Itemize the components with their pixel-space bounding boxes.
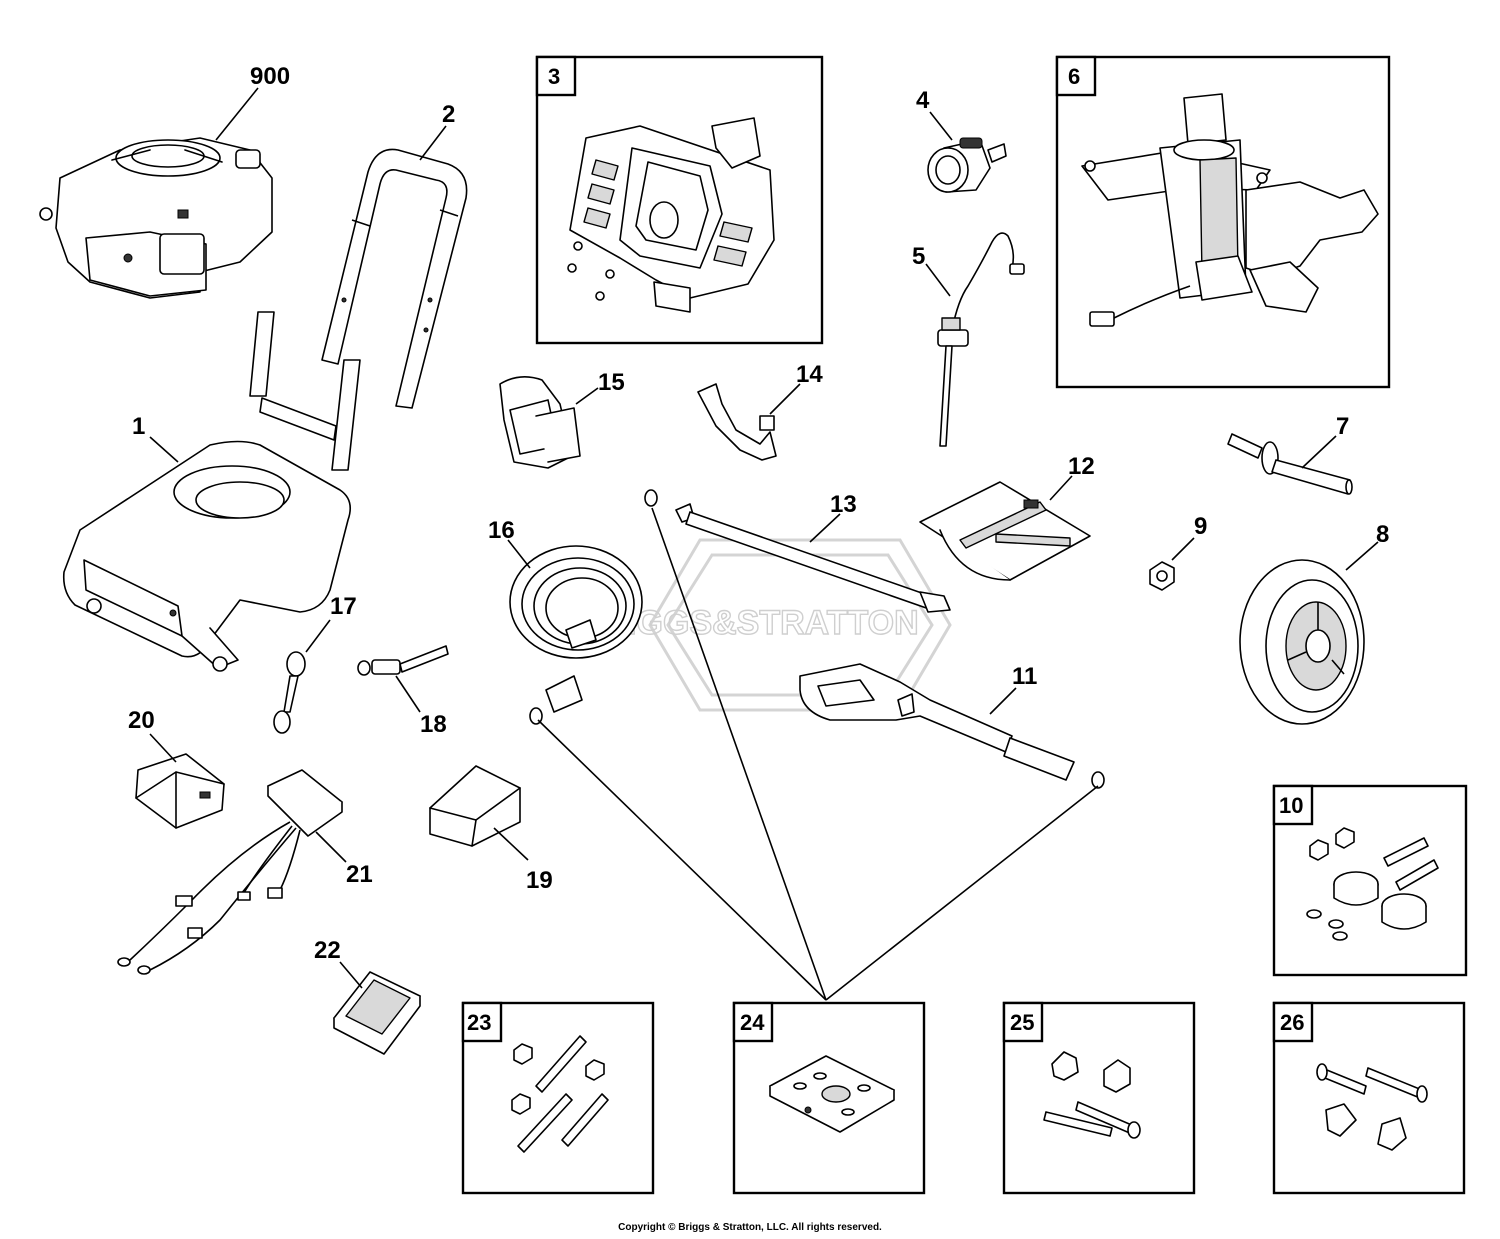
box-3-tag bbox=[535, 55, 577, 97]
part-18-sensor[interactable] bbox=[357, 645, 449, 676]
box-23-frame bbox=[461, 1001, 655, 1195]
part-3-control-panel[interactable] bbox=[567, 117, 775, 313]
part-22-tray[interactable] bbox=[333, 971, 421, 1055]
part-17-cap[interactable] bbox=[273, 651, 306, 734]
part-20-module[interactable] bbox=[135, 753, 225, 829]
callout-8: 8 bbox=[1376, 521, 1389, 548]
part-16-hose[interactable] bbox=[509, 545, 643, 725]
box-25-tag bbox=[1002, 1001, 1044, 1043]
callout-18: 18 bbox=[420, 711, 447, 738]
part-12-kit[interactable] bbox=[919, 481, 1091, 581]
box-24-number: 24 bbox=[740, 1010, 765, 1035]
callout-2: 2 bbox=[442, 101, 455, 128]
part-5-probe[interactable] bbox=[937, 232, 1025, 447]
callout-20: 20 bbox=[128, 707, 155, 734]
callout-1: 1 bbox=[132, 413, 145, 440]
callout-14: 14 bbox=[796, 361, 823, 388]
box-24-frame bbox=[732, 1001, 926, 1195]
callout-15: 15 bbox=[598, 369, 625, 396]
box-25-frame bbox=[1002, 1001, 1196, 1195]
box-26-number: 26 bbox=[1280, 1010, 1304, 1035]
callout-5: 5 bbox=[912, 243, 925, 270]
box-10-tag bbox=[1272, 784, 1314, 826]
box-10-number: 10 bbox=[1279, 793, 1303, 818]
part-1-frame[interactable] bbox=[62, 311, 361, 672]
callout-13: 13 bbox=[830, 491, 857, 518]
part-2-handle[interactable] bbox=[321, 148, 468, 409]
leader-lines-to-24 bbox=[537, 507, 1099, 1001]
callout-11: 11 bbox=[1012, 663, 1037, 690]
part-11-gun[interactable] bbox=[799, 663, 1105, 789]
callout-900: 900 bbox=[250, 63, 290, 90]
part-9-nut[interactable] bbox=[1149, 561, 1175, 591]
part-900-engine[interactable] bbox=[39, 137, 273, 299]
box-3-frame bbox=[535, 55, 824, 345]
callout-12: 12 bbox=[1068, 453, 1095, 480]
box-26-frame bbox=[1272, 1001, 1466, 1195]
box-3-number: 3 bbox=[548, 64, 560, 89]
callout-19: 19 bbox=[526, 867, 553, 894]
box-10-frame bbox=[1272, 784, 1468, 977]
box-6-number: 6 bbox=[1068, 64, 1080, 89]
copyright-notice: Copyright © Briggs & Stratton, LLC. All … bbox=[618, 1222, 882, 1233]
part-13-lance[interactable] bbox=[644, 489, 951, 613]
callout-16: 16 bbox=[488, 517, 515, 544]
part-4-valve[interactable] bbox=[927, 137, 1007, 193]
part-6-pump[interactable] bbox=[1081, 93, 1379, 327]
part-23-hardware[interactable] bbox=[511, 1035, 609, 1153]
part-25-hardware[interactable] bbox=[1043, 1051, 1141, 1139]
box-24-tag bbox=[732, 1001, 774, 1043]
callout-7: 7 bbox=[1336, 413, 1349, 440]
part-14-bracket[interactable] bbox=[697, 383, 777, 461]
box-23-tag bbox=[461, 1001, 503, 1043]
callout-9: 9 bbox=[1194, 513, 1207, 540]
callout-4: 4 bbox=[916, 87, 930, 114]
box-6-tag bbox=[1055, 55, 1097, 97]
part-21-harness[interactable] bbox=[117, 769, 343, 975]
box-25-number: 25 bbox=[1010, 1010, 1034, 1035]
callout-17: 17 bbox=[330, 593, 357, 620]
part-24-plate[interactable] bbox=[769, 1055, 895, 1133]
box-26-tag bbox=[1272, 1001, 1314, 1043]
part-15-holder[interactable] bbox=[499, 376, 581, 469]
box-23-number: 23 bbox=[467, 1010, 491, 1035]
callout-21: 21 bbox=[346, 861, 373, 888]
box-6-frame bbox=[1055, 55, 1391, 389]
part-26-hardware[interactable] bbox=[1316, 1063, 1428, 1151]
part-10-mount-kit[interactable] bbox=[1306, 827, 1439, 941]
part-8-wheel[interactable] bbox=[1239, 559, 1365, 725]
callout-22: 22 bbox=[314, 937, 341, 964]
part-7-axle[interactable] bbox=[1227, 433, 1353, 495]
part-19-battery[interactable] bbox=[429, 765, 521, 847]
